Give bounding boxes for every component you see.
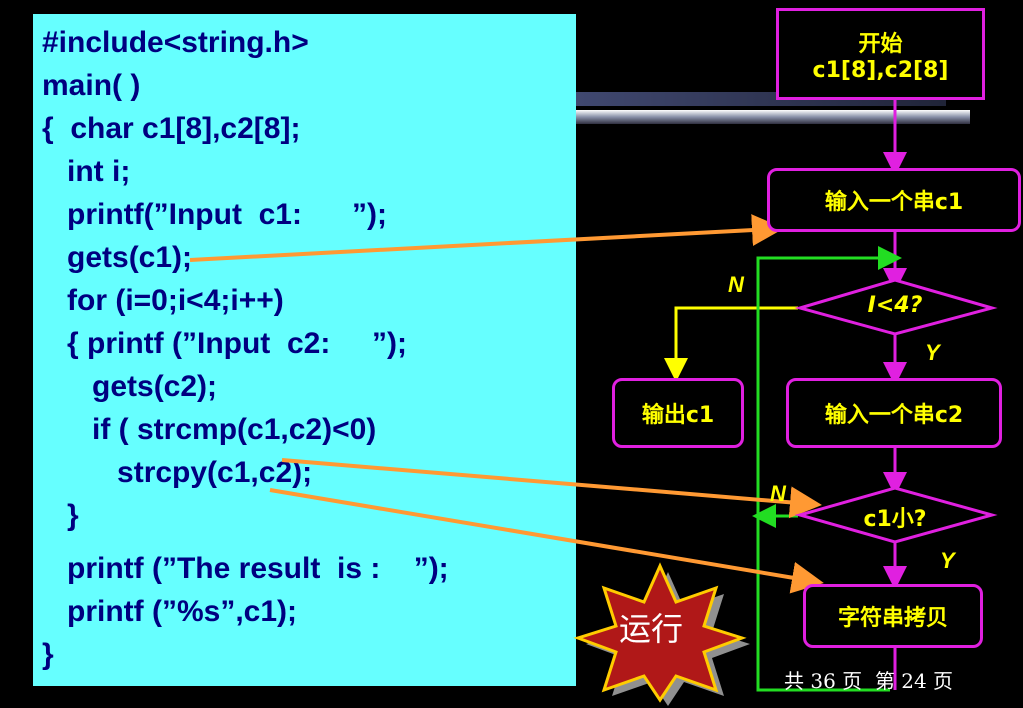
code-line: #include<string.h>: [42, 26, 309, 59]
input-c1-label: 输入一个串c1: [824, 190, 964, 215]
code-line: { char c1[8],c2[8];: [42, 112, 301, 145]
code-line: printf (”%s”,c1);: [42, 595, 298, 628]
start-declaration: c1[8],c2[8]: [812, 57, 949, 83]
start-label: 开始: [858, 31, 903, 57]
decision-diamond-loop: [794, 278, 998, 336]
input-c1-box: 输入一个串c1: [767, 168, 1021, 232]
code-line: for (i=0;i<4;i++): [42, 284, 284, 317]
code-line: printf(”Input c1: ”);: [42, 198, 387, 231]
code-line: main( ): [42, 69, 141, 102]
branch-n-compare: N: [770, 481, 786, 506]
branch-y-compare: Y: [940, 548, 955, 573]
code-line: gets(c1);: [42, 241, 193, 274]
output-c1-box: 输出c1: [612, 378, 744, 448]
decision-diamond-compare: [794, 486, 998, 544]
cond-loop-label: I<4?: [867, 293, 923, 318]
input-c2-label: 输入一个串c2: [824, 403, 964, 428]
code-line: gets(c2);: [42, 370, 218, 403]
cond-compare-label: c1小?: [863, 507, 927, 532]
output-c1-label: 输出c1: [641, 403, 715, 428]
branch-n-loop: N: [728, 272, 744, 297]
code-line: { printf (”Input c2: ”);: [42, 327, 407, 360]
code-line: printf (”The result is : ”);: [42, 552, 449, 585]
copy-box: 字符串拷贝: [803, 584, 983, 648]
code-line: }: [42, 499, 79, 532]
code-line: if ( strcmp(c1,c2)<0): [42, 413, 377, 446]
code-line: int i;: [42, 155, 131, 188]
input-c2-box: 输入一个串c2: [786, 378, 1002, 448]
code-panel: [33, 14, 576, 686]
page-indicator: 共 36 页 第 24 页: [784, 669, 954, 693]
run-button-label[interactable]: 运行: [618, 610, 683, 648]
copy-label: 字符串拷贝: [837, 606, 948, 631]
code-line: }: [42, 638, 54, 671]
run-button-star[interactable]: [570, 558, 750, 706]
branch-y-loop: Y: [925, 340, 940, 365]
code-line: strcpy(c1,c2);: [42, 456, 313, 489]
start-box: 开始 c1[8],c2[8]: [776, 8, 985, 100]
